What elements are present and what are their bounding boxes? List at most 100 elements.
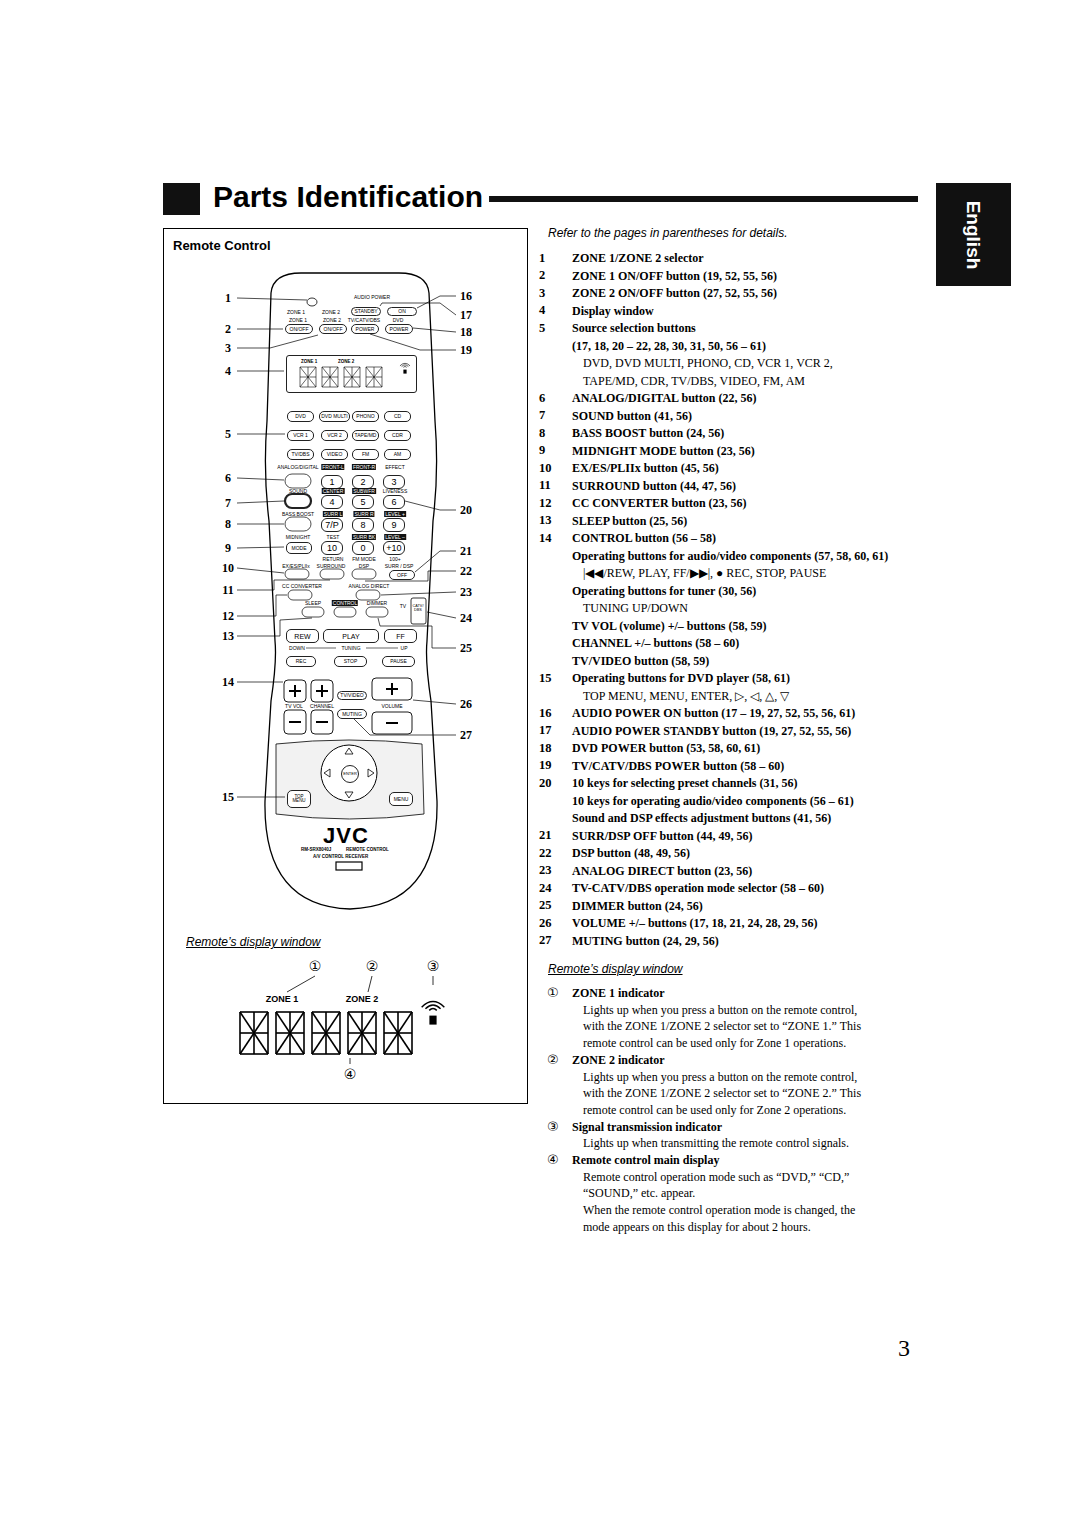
description-line: TUNING UP/DOWN [583, 601, 688, 616]
remote-button [372, 678, 412, 700]
button-label: CD [394, 414, 401, 419]
part-name: MUTING button (24, 29, 56) [572, 934, 719, 949]
part-name: CONTROL button (56 – 58) [572, 531, 716, 546]
part-name: SLEEP button (25, 56) [572, 514, 687, 529]
remote-key-label: ANALOG DIRECT [349, 583, 390, 589]
remote-button: STOP [334, 656, 367, 667]
part-name: DSP button (48, 49, 56) [572, 846, 690, 861]
leader-line [354, 719, 456, 735]
remote-key-label: ZONE 1 [289, 317, 307, 323]
leader-line [405, 501, 456, 510]
remote-key-label: LEVEL – [384, 534, 406, 540]
title-rule [489, 196, 918, 202]
display-segments [275, 1012, 277, 1054]
plus-sign [391, 683, 393, 695]
description-line: TAPE/MD, CDR, TV/DBS, VIDEO, FM, AM [583, 374, 805, 389]
callout-number: 20 [539, 776, 552, 791]
part-name: Operating buttons for DVD player (58, 61… [572, 671, 790, 686]
leader-line [237, 580, 330, 590]
button-label: TOP MENU [289, 795, 309, 804]
button-label: ON/OFF [290, 327, 309, 332]
display-segments [240, 1033, 254, 1054]
display-segments [398, 1012, 412, 1033]
part-name: TV/CATV/DBS POWER button (58 – 60) [572, 759, 784, 774]
display-segments [366, 367, 367, 387]
remote-button: FM [352, 449, 379, 460]
remote-key-label: RETURN [323, 556, 344, 562]
node-text: ZONE 2 [338, 359, 354, 364]
display-segments [300, 377, 308, 387]
display-segments [276, 1012, 290, 1033]
remote-button: POWER [351, 324, 379, 334]
part-name: 10 keys for selecting preset channels (3… [572, 776, 798, 791]
display-segments [308, 367, 316, 377]
callout-number: 12 [539, 496, 552, 511]
leader-line [237, 478, 284, 480]
remote-button: CD [384, 411, 411, 422]
button-label: VCR 1 [293, 433, 308, 438]
display-segments [303, 1012, 305, 1054]
remote-body: JVCRM-SRX8040JREMOTE CONTROLA/V CONTROL … [263, 271, 439, 911]
remote-key-label: LIVENESS [383, 488, 407, 494]
button-label: PHONO [356, 414, 374, 419]
display-segments [362, 1033, 376, 1054]
node-text: JVC [323, 823, 369, 849]
cursor-pad-area [276, 740, 424, 819]
callout-number: 22 [460, 564, 472, 579]
remote-button: TV/DBS [287, 449, 314, 460]
callout-number: ④ [547, 1152, 559, 1167]
display-segments [344, 377, 352, 387]
callout-number: 27 [460, 728, 472, 743]
part-name: Remote control main display [572, 1153, 719, 1168]
callout-number: 6 [539, 391, 545, 406]
display-segments [330, 377, 338, 387]
signal-icon [422, 1001, 445, 1007]
remote-key-label: DIMMER [367, 600, 387, 606]
remote-key-label: UP [401, 645, 408, 651]
callout-number: 2 [225, 322, 231, 337]
remote-button: REC [286, 656, 316, 667]
remote-button [372, 712, 412, 734]
remote-key-label: SURR R [353, 511, 374, 517]
button-label: +10 [386, 544, 401, 553]
part-name: Display window [572, 304, 654, 319]
remote-button [311, 710, 333, 734]
button-label: 6 [391, 498, 396, 507]
remote-key-label: ZONE 1 [287, 309, 305, 315]
part-name: ZONE 2 ON/OFF button (27, 52, 55, 56) [572, 286, 777, 301]
display-segments [276, 1033, 290, 1054]
display-segments [348, 1033, 362, 1054]
display-segments [360, 367, 361, 387]
remote-button: TAPE/MD [352, 430, 379, 441]
callout-number: 18 [460, 325, 472, 340]
display-segments [326, 1012, 340, 1033]
button-label: AM [394, 452, 402, 457]
leader-line [380, 303, 456, 315]
button-label: 7/P [325, 521, 339, 530]
tuning-line [306, 648, 336, 649]
remote-button: STANDBY [351, 307, 381, 316]
description-line: “SOUND,” etc. appear. [583, 1186, 695, 1201]
callout-number: 5 [225, 427, 231, 442]
part-name: DIMMER button (24, 56) [572, 899, 703, 914]
leader-line [237, 524, 284, 525]
remote-display: ZONE 1ZONE 2 [286, 355, 417, 393]
part-name: Operating buttons for audio/video compon… [572, 549, 888, 564]
button-label: VIDEO [327, 452, 343, 457]
part-name: ANALOG DIRECT button (23, 56) [572, 864, 752, 879]
remote-key-label: SURR L [323, 511, 343, 517]
leader-line [417, 296, 456, 308]
mode-selector [411, 598, 426, 624]
button-label: 5 [360, 498, 365, 507]
button-label: 10 [327, 544, 337, 553]
remote-button: MUTING [337, 709, 367, 719]
remote-button: TOP MENU [287, 790, 311, 808]
callout-number: 3 [225, 341, 231, 356]
callout-number: 17 [539, 723, 552, 738]
callout-number: 11 [539, 478, 551, 493]
display-segments [374, 367, 382, 377]
leader-line [237, 595, 287, 616]
display-segments [322, 377, 330, 387]
part-name: VOLUME +/– buttons (17, 18, 21, 24, 28, … [572, 916, 818, 931]
part-name: DVD POWER button (53, 58, 60, 61) [572, 741, 760, 756]
